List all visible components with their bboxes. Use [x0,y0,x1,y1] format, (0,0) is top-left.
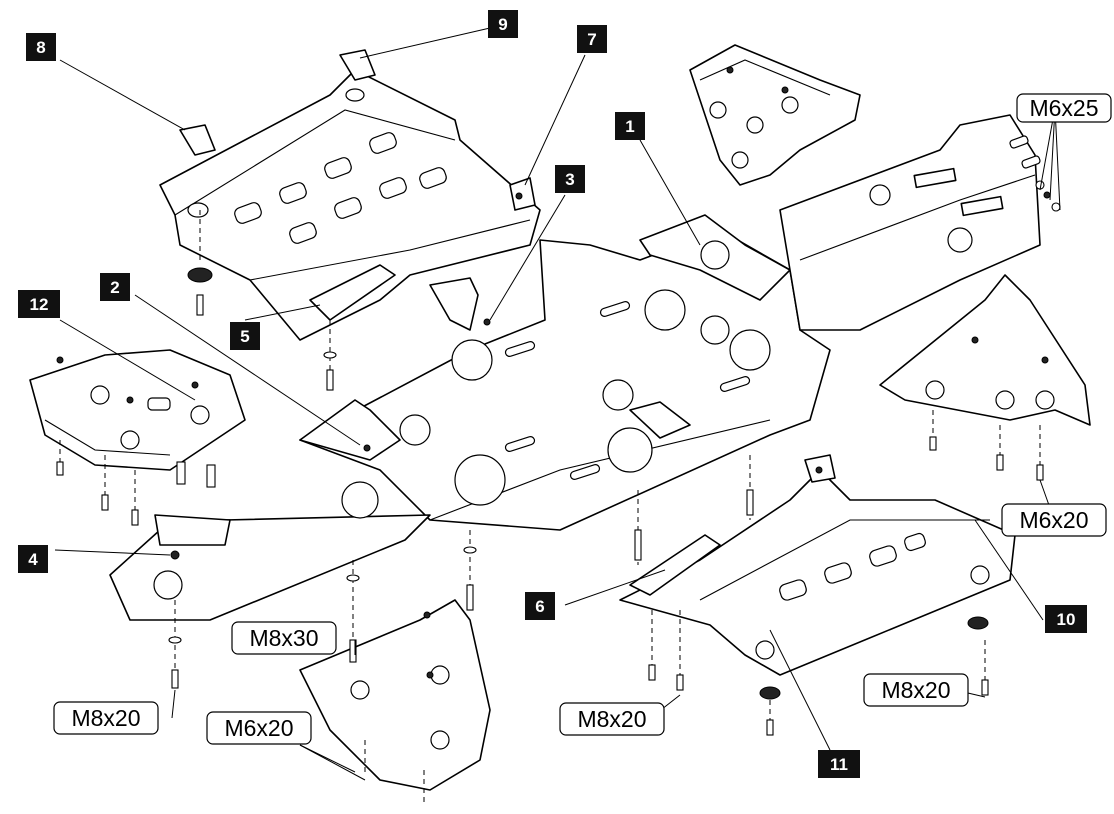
part-number-10: 10 [1045,605,1087,633]
fastener-stacks [56,320,1044,805]
plate-main-center [299,214,831,531]
svg-text:12: 12 [30,295,49,314]
fastener-label-m6x20-bottom: M6x20 [206,711,312,745]
plate-bottom-center [299,599,491,791]
part-number-4: 4 [18,545,48,573]
part-number-badges: 8 9 7 3 1 2 12 5 [18,10,1087,778]
fastener-label-m8x20-right: M8x20 [863,673,969,707]
part-number-9: 9 [488,10,518,38]
plate-bottom-right [619,454,1016,700]
fastener-label-m8x20-center: M8x20 [559,702,665,736]
svg-text:5: 5 [240,327,249,346]
svg-text:2: 2 [110,278,119,297]
plate-left-front [109,481,431,621]
svg-text:9: 9 [498,15,507,34]
fastener-label-m8x30: M8x30 [231,621,337,655]
part-number-3: 3 [555,165,585,193]
svg-text:M8x30: M8x30 [249,625,318,651]
part-number-2: 2 [100,273,130,301]
fastener-label-m6x25: M6x25 [1016,93,1112,123]
svg-text:M8x20: M8x20 [71,705,140,731]
svg-text:4: 4 [28,550,38,569]
svg-text:3: 3 [565,170,574,189]
svg-text:10: 10 [1057,610,1076,629]
svg-text:7: 7 [587,30,596,49]
part-number-8: 8 [26,33,56,61]
leader-lines [54,27,1061,781]
part-number-12: 12 [18,290,60,318]
svg-text:8: 8 [36,38,45,57]
part-number-7: 7 [577,25,607,53]
plate-right-upper [879,274,1091,426]
plate-top-inset [689,44,861,186]
part-number-11: 11 [818,750,860,778]
plate-top-left [159,49,541,341]
part-number-1: 1 [615,112,645,140]
svg-text:M8x20: M8x20 [577,706,646,732]
plate-top-right [779,114,1061,331]
fastener-size-labels: M6x25 M6x20 M8x30 M8x20 M6x20 M8x20 M8x2… [53,93,1112,745]
svg-text:M6x20: M6x20 [1019,507,1088,533]
part-number-5: 5 [230,322,260,350]
svg-text:M6x25: M6x25 [1029,95,1098,121]
svg-text:M8x20: M8x20 [881,677,950,703]
svg-text:1: 1 [625,117,634,136]
svg-text:6: 6 [535,597,544,616]
fastener-label-m6x20-right: M6x20 [1001,503,1107,537]
part-number-6: 6 [525,592,555,620]
fastener-label-m8x20-left: M8x20 [53,701,159,735]
svg-text:M6x20: M6x20 [224,715,293,741]
svg-text:11: 11 [830,755,848,774]
plate-left-skid [29,349,246,471]
